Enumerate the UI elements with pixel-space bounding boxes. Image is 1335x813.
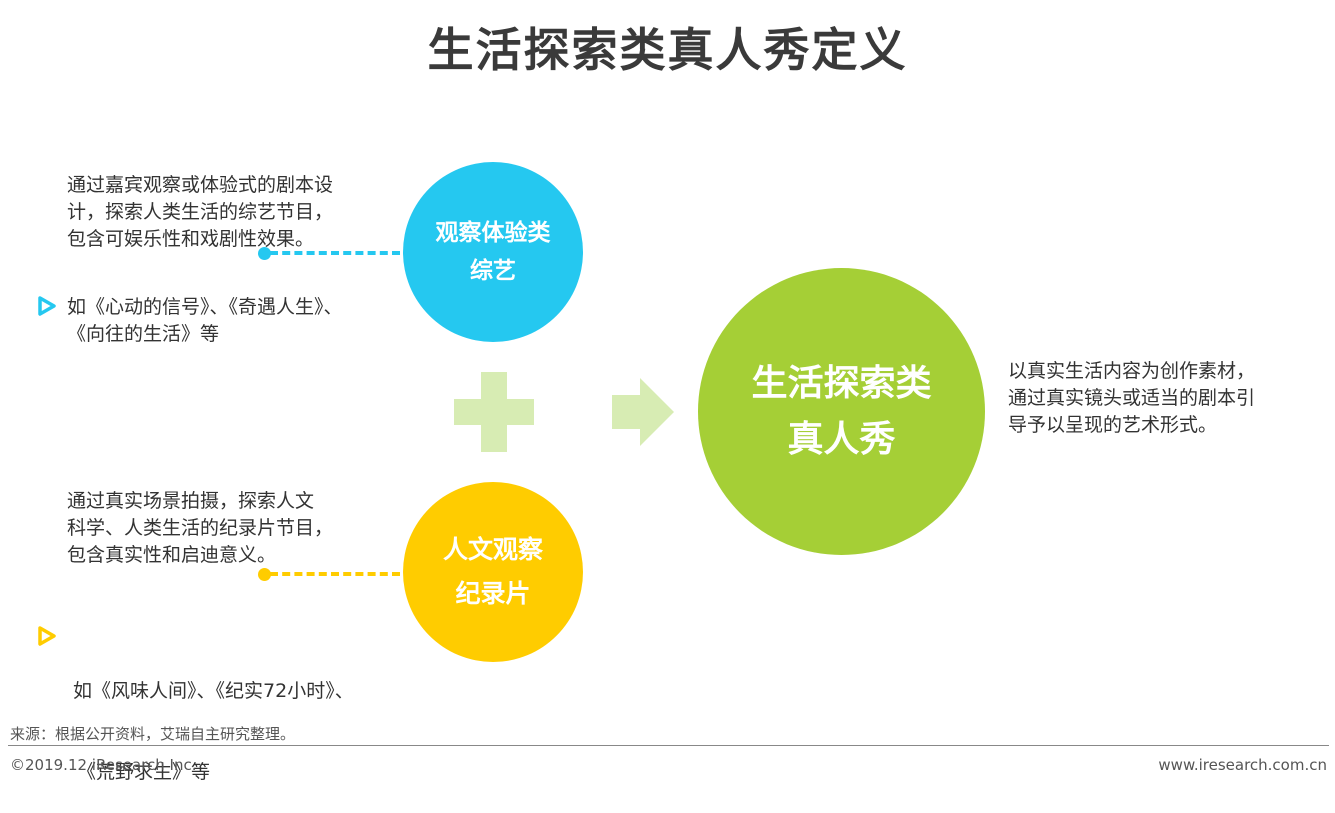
documentary-examples: 如《风味人间》、《纪实72小时》、 《荒野求生》等 [67, 624, 442, 813]
example-line: 《荒野求生》等 [77, 761, 211, 783]
description-line: 科学、人类生活的纪录片节目， [67, 517, 334, 539]
description-line: 导予以呈现的艺术形式。 [1008, 414, 1218, 436]
connector-dashed-line [270, 251, 400, 255]
observation-variety-circle: 观察体验类 综艺 [403, 162, 583, 342]
circle-label: 观察体验类 [435, 220, 551, 246]
documentary-circle: 人文观察 纪录片 [403, 482, 583, 662]
play-triangle-icon [38, 296, 56, 316]
description-line: 包含真实性和启迪意义。 [67, 544, 277, 566]
description-line: 包含可娱乐性和戏剧性效果。 [67, 228, 315, 250]
circle-label: 纪录片 [455, 579, 531, 608]
page-title: 生活探索类真人秀定义 [427, 23, 908, 77]
play-triangle-icon [38, 626, 56, 646]
description-line: 以真实生活内容为创作素材， [1008, 360, 1256, 382]
connector-dot [258, 568, 271, 581]
example-line: 如《心动的信号》、《奇遇人生》、 [67, 296, 343, 318]
circle-label: 人文观察 [442, 535, 543, 564]
documentary-description: 通过真实场景拍摄，探索人文 科学、人类生活的纪录片节目， 包含真实性和启迪意义。 [67, 488, 407, 569]
example-line: 如《风味人间》、《纪实72小时》、 [67, 680, 354, 702]
description-line: 通过真实镜头或适当的剧本引 [1008, 387, 1256, 409]
description-line: 计，探索人类生活的综艺节目， [67, 201, 334, 223]
copyright: ©2019.12 iResearch Inc. [10, 756, 197, 774]
circle-label: 真人秀 [787, 418, 896, 460]
observation-examples: 如《心动的信号》、《奇遇人生》、 《向往的生活》等 [67, 294, 437, 348]
source-note: 来源：根据公开资料，艾瑞自主研究整理。 [10, 725, 296, 743]
plus-icon [454, 372, 534, 452]
circle-label: 生活探索类 [751, 362, 932, 404]
description-line: 通过嘉宾观察或体验式的剧本设 [67, 174, 334, 196]
definition-description: 以真实生活内容为创作素材， 通过真实镜头或适当的剧本引 导予以呈现的艺术形式。 [1008, 358, 1328, 439]
example-line: 《向往的生活》等 [67, 323, 220, 345]
footer-divider [8, 745, 1329, 746]
website-link[interactable]: www.iresearch.com.cn [1158, 756, 1327, 774]
circle-label: 综艺 [470, 258, 516, 284]
description-line: 通过真实场景拍摄，探索人文 [67, 490, 315, 512]
life-exploration-reality-show-circle: 生活探索类 真人秀 [698, 268, 985, 555]
observation-description: 通过嘉宾观察或体验式的剧本设 计，探索人类生活的综艺节目， 包含可娱乐性和戏剧性… [67, 172, 407, 253]
connector-dashed-line [270, 572, 400, 576]
connector-dot [258, 247, 271, 260]
arrow-right-icon [612, 378, 674, 446]
